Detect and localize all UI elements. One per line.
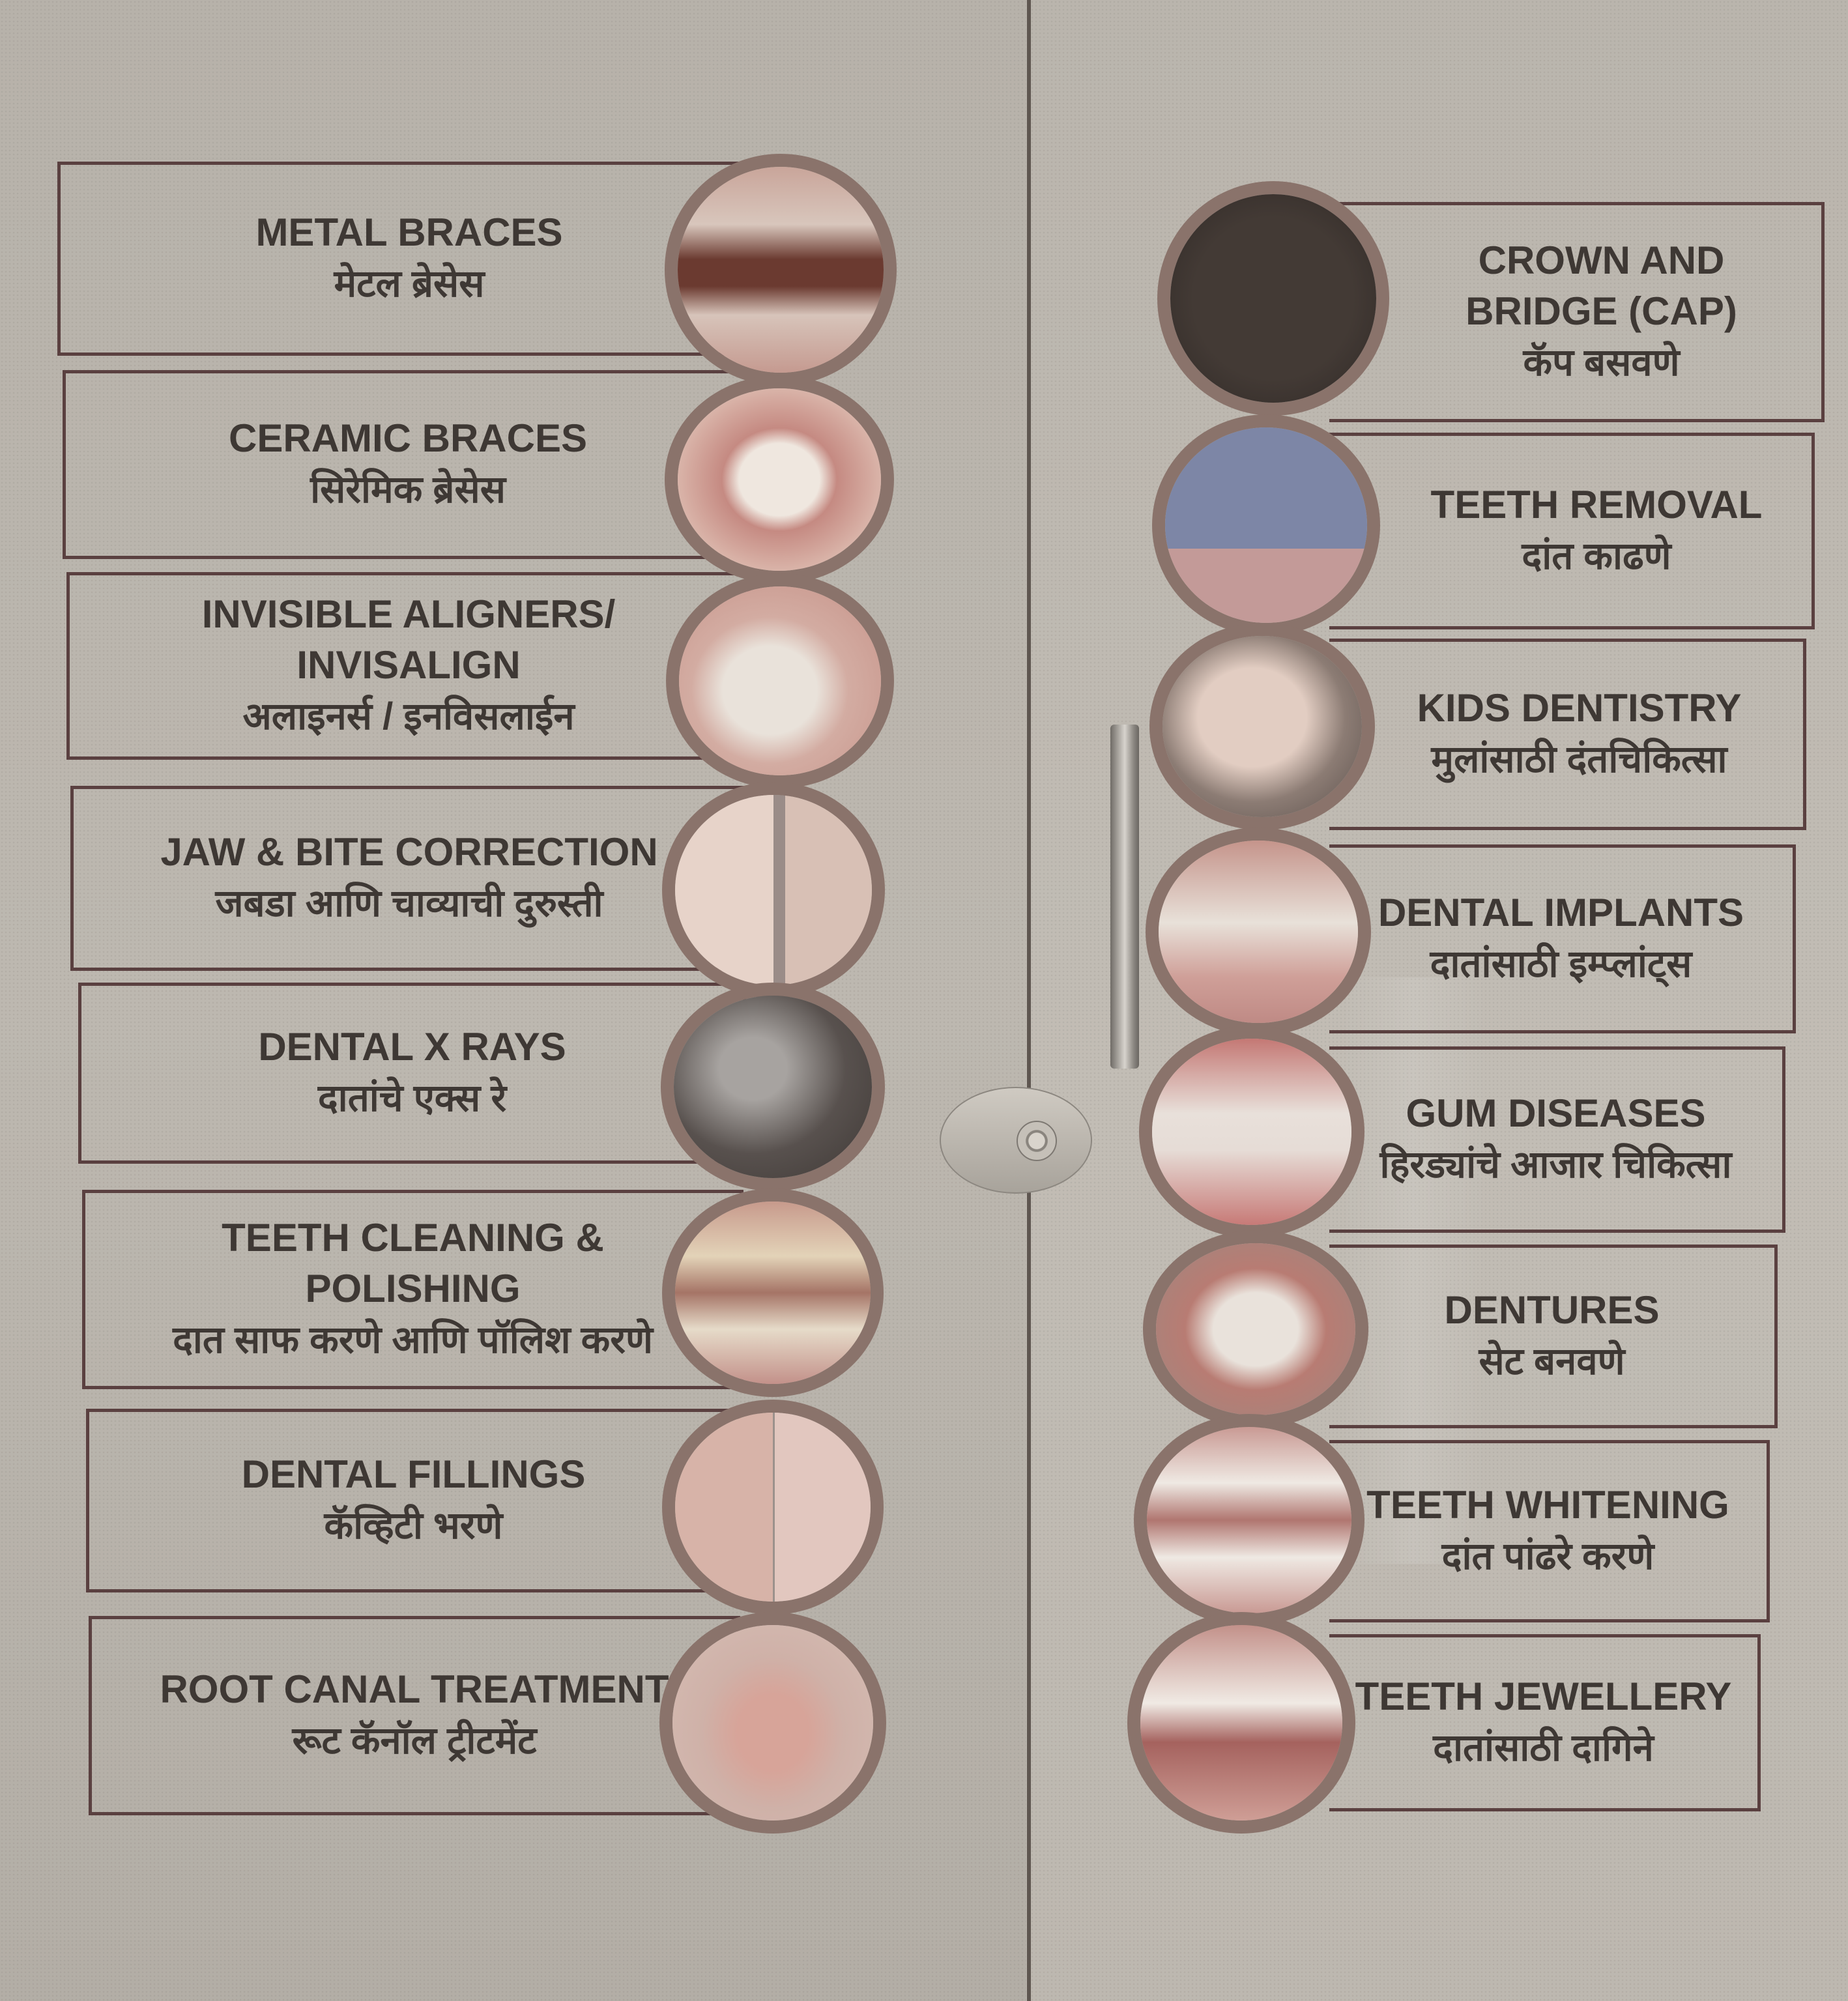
service-title-mr: दांत पांढरे करणे bbox=[1441, 1535, 1654, 1577]
door-lock-plate[interactable] bbox=[940, 1087, 1092, 1194]
service-title-mr: कॅप बसवणे bbox=[1523, 341, 1680, 384]
xray-image bbox=[661, 983, 885, 1191]
service-title-mr: कॅव्हिटी भरणे bbox=[324, 1504, 503, 1547]
service-panel-metal-braces: METAL BRACES मेटल ब्रेसेस bbox=[57, 162, 761, 356]
service-panel-teeth-jewellery: TEETH JEWELLERY दातांसाठी दागिने bbox=[1329, 1634, 1761, 1811]
keyhole-icon[interactable] bbox=[1017, 1121, 1057, 1161]
service-panel-xrays: DENTAL X RAYS दातांचे एक्स रे bbox=[78, 983, 746, 1164]
service-title-mr: सिरेमिक ब्रेसेस bbox=[310, 468, 506, 511]
gum-diseases-image bbox=[1139, 1026, 1364, 1238]
dentures-image bbox=[1143, 1230, 1368, 1428]
service-panel-ceramic-braces: CERAMIC BRACES सिरेमिक ब्रेसेस bbox=[63, 370, 753, 559]
service-panel-root-canal: ROOT CANAL TREATMENT रूट कॅनॉल ट्रीटमेंट bbox=[89, 1616, 740, 1815]
metal-braces-image bbox=[665, 154, 897, 386]
service-title-en: ROOT CANAL TREATMENT bbox=[160, 1667, 669, 1711]
service-panel-teeth-whitening: TEETH WHITENING दांत पांढरे करणे bbox=[1329, 1440, 1770, 1622]
crown-bridge-image bbox=[1157, 181, 1389, 416]
service-panel-fillings: DENTAL FILLINGS कॅव्हिटी भरणे bbox=[86, 1409, 741, 1592]
service-title-en: METAL BRACES bbox=[255, 210, 563, 254]
service-title-mr: दांत काढणे bbox=[1522, 535, 1671, 577]
teeth-whitening-image bbox=[1134, 1414, 1364, 1626]
service-title-en: KIDS DENTISTRY bbox=[1417, 686, 1742, 730]
door-seam bbox=[1027, 0, 1031, 2001]
dental-implants-image bbox=[1146, 828, 1371, 1036]
fillings-image bbox=[662, 1400, 884, 1615]
service-panel-teeth-cleaning: TEETH CLEANING & POLISHING दात साफ करणे … bbox=[82, 1190, 744, 1389]
service-title-en: TEETH REMOVAL bbox=[1430, 483, 1763, 526]
root-canal-image bbox=[659, 1612, 886, 1834]
service-title-en: TEETH JEWELLERY bbox=[1355, 1675, 1732, 1718]
service-title-en: TEETH CLEANING & POLISHING bbox=[222, 1216, 604, 1310]
service-panel-gum-diseases: GUM DISEASES हिरड्यांचे आजार चिकित्सा bbox=[1329, 1046, 1785, 1233]
service-panel-crown-bridge: CROWN AND BRIDGE (CAP) कॅप बसवणे bbox=[1329, 202, 1825, 422]
service-title-en: TEETH WHITENING bbox=[1366, 1483, 1729, 1527]
teeth-removal-image bbox=[1152, 414, 1380, 636]
service-title-mr: हिरड्यांचे आजार चिकित्सा bbox=[1379, 1144, 1732, 1186]
service-title-en: CROWN AND BRIDGE (CAP) bbox=[1465, 238, 1737, 333]
service-panel-teeth-removal: TEETH REMOVAL दांत काढणे bbox=[1329, 433, 1815, 629]
service-title-en: CERAMIC BRACES bbox=[228, 416, 588, 460]
service-panel-jaw-bite: JAW & BITE CORRECTION जबडा आणि चाव्याची … bbox=[70, 786, 748, 971]
service-panel-invisible-aligners: INVISIBLE ALIGNERS/ INVISALIGN अलाइनर्स … bbox=[66, 572, 751, 760]
service-title-en: DENTURES bbox=[1444, 1288, 1660, 1332]
light-reflection bbox=[1342, 977, 1486, 1564]
service-title-mr: दातांसाठी दागिने bbox=[1433, 1727, 1654, 1769]
teeth-jewellery-image bbox=[1127, 1612, 1355, 1834]
service-title-en: GUM DISEASES bbox=[1406, 1091, 1706, 1135]
service-title-en: DENTAL IMPLANTS bbox=[1378, 891, 1744, 934]
service-title-mr: दातांचे एक्स रे bbox=[317, 1077, 507, 1119]
service-panel-dental-implants: DENTAL IMPLANTS दातांसाठी इम्प्लांट्स bbox=[1329, 844, 1796, 1033]
service-title-mr: अलाइनर्स / इनविसलाईन bbox=[242, 695, 575, 738]
service-title-mr: सेट बनवणे bbox=[1479, 1340, 1625, 1383]
jaw-profile-image bbox=[662, 782, 885, 998]
service-title-en: DENTAL FILLINGS bbox=[241, 1452, 586, 1496]
service-title-mr: मुलांसाठी दंतचिकित्सा bbox=[1431, 738, 1727, 781]
service-title-mr: दात साफ करणे आणि पॉलिश करणे bbox=[173, 1319, 653, 1361]
ceramic-braces-image bbox=[665, 375, 894, 584]
service-title-en: INVISIBLE ALIGNERS/ INVISALIGN bbox=[201, 592, 616, 687]
service-title-mr: रूट कॅनॉल ट्रीटमेंट bbox=[292, 1720, 537, 1762]
service-title-mr: मेटल ब्रेसेस bbox=[334, 263, 485, 305]
service-panel-dentures: DENTURES सेट बनवणे bbox=[1329, 1245, 1778, 1428]
kids-dentistry-image bbox=[1149, 623, 1375, 830]
service-title-mr: दातांसाठी इम्प्लांट्स bbox=[1430, 943, 1692, 985]
service-title-en: JAW & BITE CORRECTION bbox=[160, 830, 658, 874]
service-panel-kids-dentistry: KIDS DENTISTRY मुलांसाठी दंतचिकित्सा bbox=[1329, 639, 1806, 830]
service-title-en: DENTAL X RAYS bbox=[258, 1025, 566, 1069]
door-handle[interactable] bbox=[1110, 725, 1139, 1069]
aligners-image bbox=[666, 573, 894, 788]
service-title-mr: जबडा आणि चाव्याची दुरुस्ती bbox=[215, 882, 603, 925]
cleaning-image bbox=[662, 1188, 884, 1397]
